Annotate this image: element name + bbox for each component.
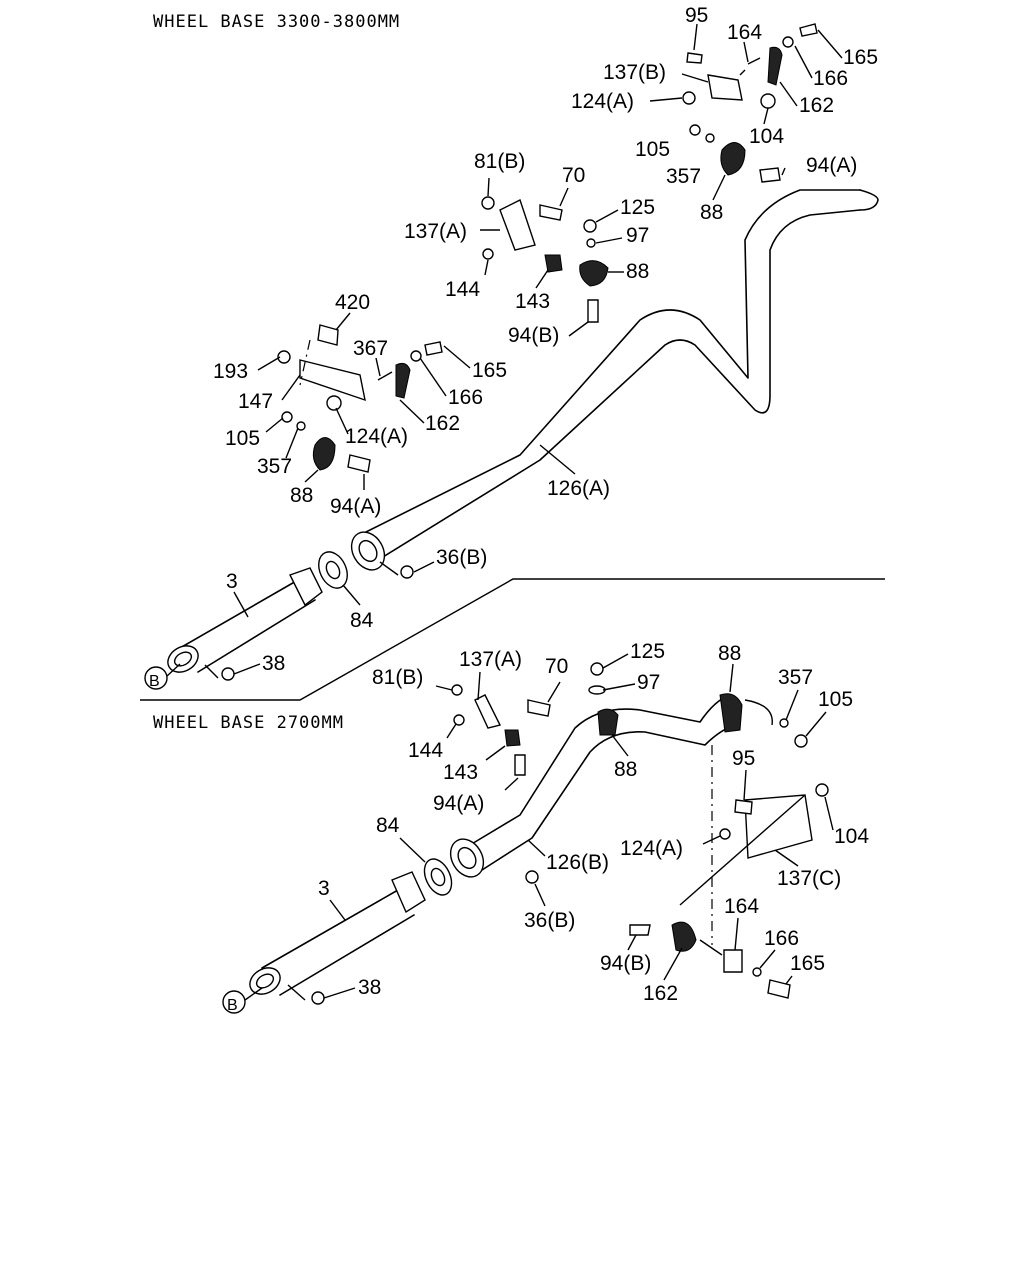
bracket-137a-lower (451, 662, 619, 776)
callout-94a-lower: 94(A) (433, 792, 484, 815)
marker-b-lower: B (222, 987, 263, 1014)
flange-126a (350, 531, 386, 571)
callout-38: 38 (262, 652, 285, 675)
callout-143-lower: 143 (443, 761, 478, 784)
callout-126b: 126(B) (546, 851, 609, 874)
callout-137a: 137(A) (404, 220, 467, 243)
callout-147: 147 (238, 390, 273, 413)
callout-357: 357 (666, 165, 701, 188)
callout-166: 166 (813, 67, 848, 90)
callout-143: 143 (515, 290, 550, 313)
callout-84-lower: 84 (376, 814, 400, 837)
callout-165b: 165 (472, 359, 507, 382)
pipe-3-upper (167, 567, 323, 673)
callout-81b-lower: 81(B) (372, 666, 423, 689)
callout-164: 164 (727, 21, 762, 44)
callout-94a-b: 94(A) (330, 495, 381, 518)
callout-124a: 124(A) (571, 90, 634, 113)
callout-162: 162 (799, 94, 834, 117)
callout-88b: 88 (626, 260, 649, 283)
pipe-126a (359, 189, 879, 561)
callout-105b: 105 (225, 427, 260, 450)
callout-126a: 126(A) (547, 477, 610, 500)
callout-88: 88 (700, 201, 723, 224)
heading-wheel-base-3300-3800: WHEEL BASE 3300-3800MM (153, 12, 401, 32)
callout-357b: 357 (257, 455, 292, 478)
callout-125-lower: 125 (630, 640, 665, 663)
callout-88-lower: 88 (614, 758, 637, 781)
callout-166-lower: 166 (764, 927, 799, 950)
callout-36b: 36(B) (436, 546, 487, 569)
marker-b-upper: B (144, 663, 181, 690)
callout-165: 165 (843, 46, 878, 69)
callout-144: 144 (445, 278, 480, 301)
gasket-84 (318, 551, 348, 589)
callout-137a-lower: 137(A) (459, 648, 522, 671)
gasket-84-lower (423, 858, 453, 896)
clamp-88-lower-right (719, 693, 808, 748)
callout-94a: 94(A) (806, 154, 857, 177)
callout-367: 367 (353, 337, 388, 360)
callout-137c: 137(C) (777, 867, 841, 890)
callout-105: 105 (635, 138, 670, 161)
bracket-147 (277, 324, 443, 411)
hanger-162-lower (629, 921, 791, 999)
marker-b-lower-label: B (227, 997, 238, 1014)
clamp-88-upper-left (281, 411, 371, 473)
callout-193: 193 (213, 360, 248, 383)
callout-165-lower: 165 (790, 952, 825, 975)
bracket-137b (682, 23, 818, 109)
section-divider (140, 578, 885, 701)
nut-38-upper (204, 664, 235, 681)
callout-144-lower: 144 (408, 739, 443, 762)
callout-162-lower: 162 (643, 982, 678, 1005)
nut-36b-lower (525, 870, 539, 884)
callout-88-lower-top: 88 (718, 642, 741, 665)
marker-b-upper-label: B (149, 673, 160, 690)
callouts-lower: 137(A) 125 81(B) 70 97 88 357 105 144 14… (318, 640, 869, 1005)
callout-166b: 166 (448, 386, 483, 409)
callout-94b: 94(B) (508, 324, 559, 347)
callout-104-lower: 104 (834, 825, 869, 848)
callout-420: 420 (335, 291, 370, 314)
leader-lines (233, 23, 843, 999)
callout-88c: 88 (290, 484, 313, 507)
callout-124a-lower: 124(A) (620, 837, 683, 860)
callout-357-lower: 357 (778, 666, 813, 689)
callout-137b: 137(B) (603, 61, 666, 84)
callout-81b: 81(B) (474, 150, 525, 173)
hanger-guide-line (679, 794, 806, 906)
heading-wheel-base-2700: WHEEL BASE 2700MM (153, 713, 344, 733)
callout-124a-b: 124(A) (345, 425, 408, 448)
callout-162b: 162 (425, 412, 460, 435)
pipe-3-lower (249, 871, 426, 996)
callout-125: 125 (620, 196, 655, 219)
callouts-upper: 95 164 165 166 137(B) 162 124(A) 104 105… (213, 4, 878, 675)
callout-164-lower: 164 (724, 895, 759, 918)
callout-70-lower: 70 (545, 655, 568, 678)
callout-95-lower: 95 (732, 747, 755, 770)
flange-126b (449, 838, 485, 878)
callout-97-lower: 97 (637, 671, 660, 694)
callout-36b-lower: 36(B) (524, 909, 575, 932)
bracket-137a-upper (481, 196, 609, 323)
clamp-88-upper-right (689, 124, 781, 183)
callout-95: 95 (685, 4, 708, 27)
callout-104: 104 (749, 125, 784, 148)
callout-84: 84 (350, 609, 374, 632)
callout-70: 70 (562, 164, 585, 187)
callout-38-lower: 38 (358, 976, 381, 999)
callout-97: 97 (626, 224, 649, 247)
callout-3-lower: 3 (318, 877, 330, 900)
callout-105-lower: 105 (818, 688, 853, 711)
callout-94b-lower: 94(B) (600, 952, 651, 975)
nut-36b-upper (379, 561, 414, 579)
callout-3: 3 (226, 570, 238, 593)
bracket-137c (711, 745, 829, 945)
